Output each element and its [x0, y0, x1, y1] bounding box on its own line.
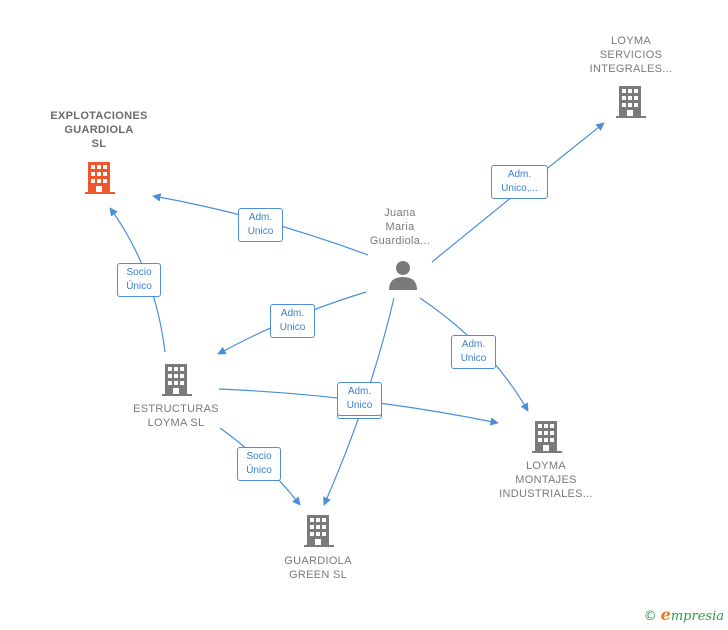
edge-label-estructuras-guardiola-green[interactable]: Socio Único	[237, 447, 281, 481]
node-explotaciones-label[interactable]: EXPLOTACIONES GUARDIOLA SL	[50, 110, 148, 150]
edge-label-estructuras-explotaciones[interactable]: Socio Único	[117, 263, 161, 297]
node-estructuras-label[interactable]: ESTRUCTURAS LOYMA SL	[133, 403, 219, 429]
building-icon[interactable]	[616, 86, 646, 118]
node-loyma-montajes-label[interactable]: LOYMA MONTAJES INDUSTRIALES...	[499, 460, 593, 500]
node-guardiola-green-label[interactable]: GUARDIOLA GREEN SL	[284, 555, 352, 581]
building-icon[interactable]	[162, 364, 192, 396]
brand-initial: e	[660, 605, 671, 624]
brand-name: mpresia	[670, 609, 724, 624]
edge-label-juana-explotaciones[interactable]: Adm. Unico	[238, 208, 283, 242]
building-icon[interactable]	[532, 421, 562, 453]
building-icon[interactable]	[84, 162, 116, 194]
copyright-symbol: ©	[643, 609, 657, 624]
edge-label-juana-guardiola-green[interactable]: Adm. Unico	[337, 382, 382, 416]
edge-label-juana-estructuras[interactable]: Adm. Unico	[270, 304, 315, 338]
building-icon[interactable]	[304, 515, 334, 547]
node-loyma-servicios-label[interactable]: LOYMA SERVICIOS INTEGRALES...	[589, 35, 673, 75]
edge-label-juana-loyma-montajes[interactable]: Adm. Unico	[451, 335, 496, 369]
empresia-logo[interactable]: ©empresia	[644, 605, 724, 624]
edge-label-juana-loyma-servicios[interactable]: Adm. Unico,...	[491, 165, 548, 199]
node-juana-label[interactable]: Juana Maria Guardiola...	[369, 207, 431, 247]
person-icon[interactable]	[389, 261, 417, 290]
